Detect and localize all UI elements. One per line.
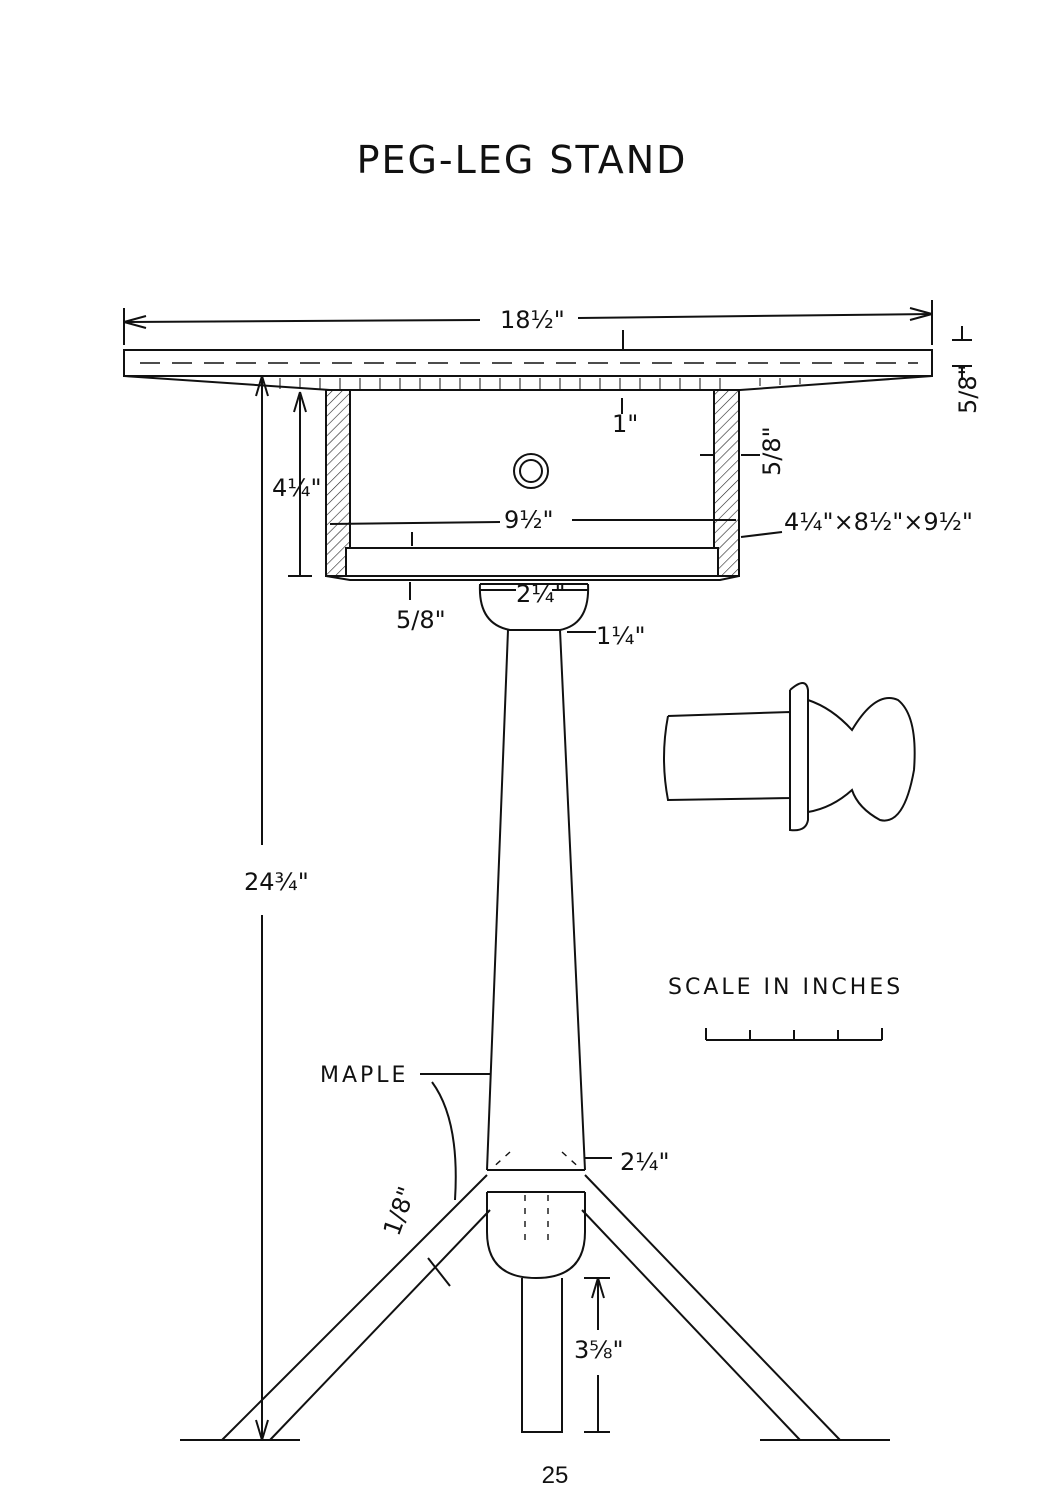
- dim-overall-height: 24¾": [244, 868, 309, 896]
- dim-drawer-height: 4¼": [272, 474, 322, 502]
- center-foot: [522, 1278, 562, 1432]
- dim-drawer-bottom: 5/8": [396, 606, 446, 634]
- dim-top-thickness: 5/8": [954, 364, 982, 414]
- page-number: 25: [0, 1462, 1044, 1490]
- knob-detail: [664, 683, 915, 830]
- dim-drawer-size: 4¼"×8½"×9½": [784, 508, 973, 536]
- top-underside: [124, 376, 932, 390]
- dim-leg-diameter: 2¼": [620, 1148, 670, 1176]
- right-leg: [582, 1175, 840, 1440]
- dim-overhang: 1": [612, 410, 638, 438]
- dim-foot-height: 3⅝": [574, 1336, 624, 1364]
- dim-collar: 2¼": [516, 580, 566, 608]
- leg: [487, 630, 585, 1170]
- maple-label: MAPLE: [320, 1063, 408, 1088]
- scale-bar: [706, 1028, 882, 1040]
- scale-label: SCALE IN INCHES: [668, 975, 903, 1000]
- dim-drawer-side: 5/8": [758, 426, 786, 476]
- dim-neck: 1¼": [596, 622, 646, 650]
- dim-leg-peg: 1/8": [378, 1183, 421, 1239]
- leg-bottom: [487, 1192, 585, 1278]
- dim-top-width: 18½": [500, 306, 565, 334]
- top-hatch: [280, 378, 800, 389]
- drawer-front: [346, 548, 718, 576]
- dim-drawer-width: 9½": [504, 506, 554, 534]
